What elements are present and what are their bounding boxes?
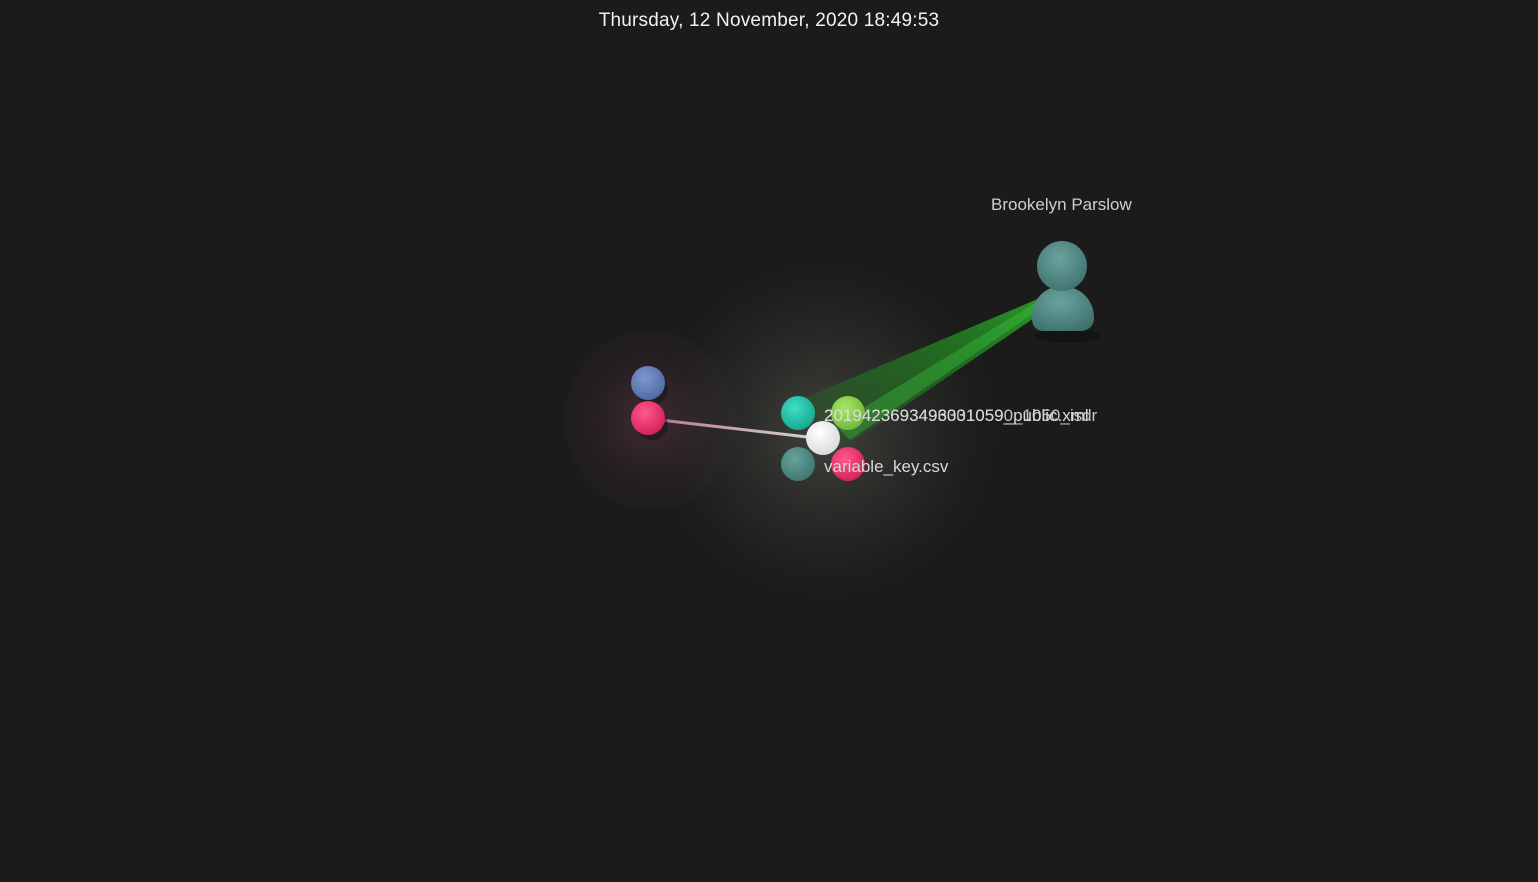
directory-node-white[interactable]	[806, 421, 840, 455]
activity-beam-core	[835, 300, 1044, 440]
file-node-teal[interactable]	[781, 447, 815, 481]
file-node-pink-main[interactable]	[831, 447, 865, 481]
file-node-blue[interactable]	[631, 366, 665, 400]
user-name-label: Brookelyn Parslow	[991, 195, 1132, 214]
file-node-cyan[interactable]	[781, 396, 815, 430]
directory-edge	[658, 418, 818, 440]
file-label: 20194236934963010590_1050_isdr	[824, 406, 1098, 425]
person-avatar-icon[interactable]	[1032, 241, 1102, 343]
timestamp: Thursday, 12 November, 2020 18:49:53	[598, 10, 940, 31]
file-node-pink-left[interactable]	[631, 401, 665, 435]
file-label: 2019423693493031059_public.xml	[824, 406, 1089, 425]
file-label: variable_key.csv	[824, 457, 949, 476]
file-node-lime[interactable]	[831, 396, 865, 430]
